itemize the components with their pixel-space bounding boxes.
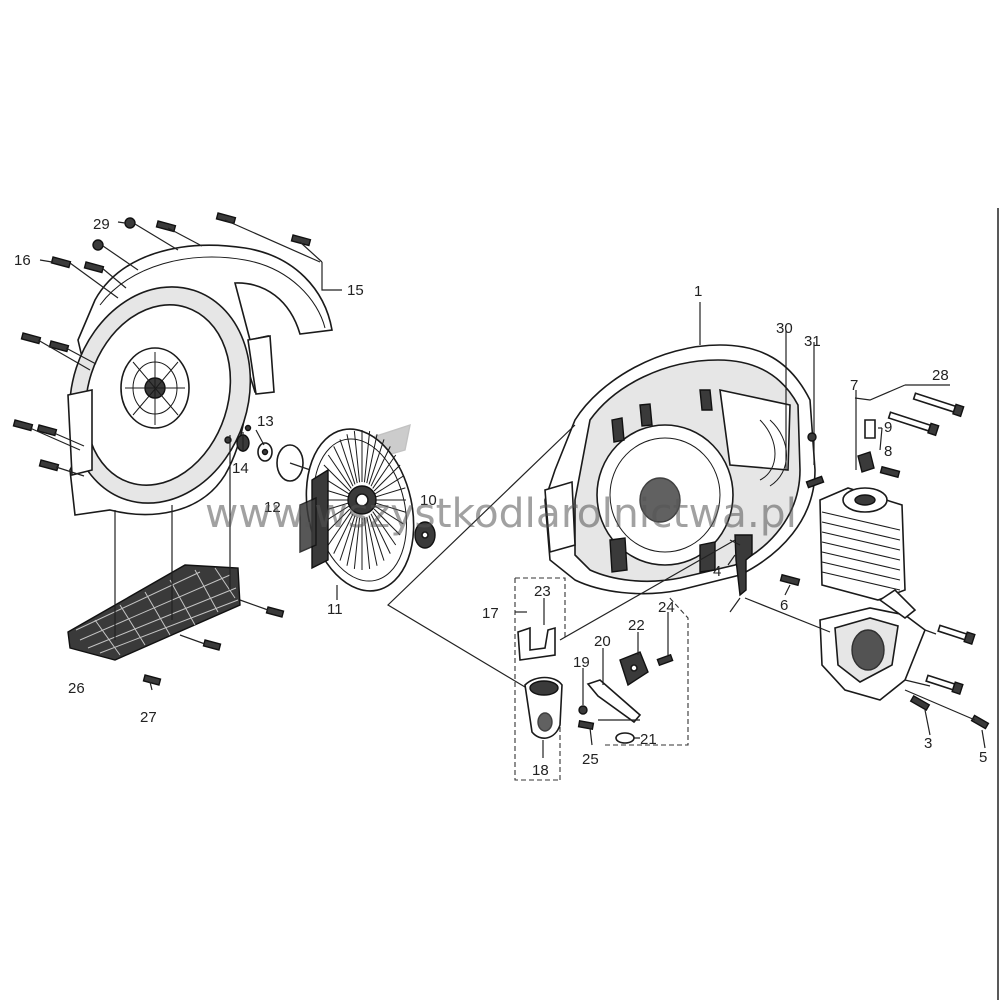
mesh-guard-26 xyxy=(67,435,285,686)
fan-fin xyxy=(372,511,397,546)
callout-18: 18 xyxy=(532,762,549,779)
fan-fin xyxy=(363,431,371,483)
fan-fin xyxy=(346,434,358,484)
crankcase xyxy=(744,588,990,730)
callout-21: 21 xyxy=(640,731,657,748)
callout-22: 22 xyxy=(628,617,645,634)
washer-nut-13-14 xyxy=(224,424,273,462)
parts-30-31 xyxy=(699,302,825,489)
fan-fin xyxy=(372,454,397,489)
callout-16: 16 xyxy=(14,252,31,269)
fan-fin xyxy=(339,515,356,561)
fan-fin xyxy=(353,431,361,483)
watermark-text: www.wszystkodlarolnictwa.pl xyxy=(205,491,797,537)
callout-10: 10 xyxy=(420,492,437,509)
callout-5: 5 xyxy=(979,749,987,766)
callout-1: 1 xyxy=(694,283,702,300)
fan-fin xyxy=(370,446,391,487)
fan-fin xyxy=(368,515,385,561)
fan-fin xyxy=(333,513,354,554)
bracket-4 xyxy=(729,534,753,613)
blower-housing-1 xyxy=(544,344,816,595)
bolt-6 xyxy=(779,573,801,587)
fan-fin xyxy=(368,439,385,485)
fan-fin xyxy=(353,517,361,569)
cylinder-7 xyxy=(819,398,906,601)
callout-6: 6 xyxy=(780,597,788,614)
callout-17: 17 xyxy=(482,605,499,622)
parts-8-9 xyxy=(857,419,901,479)
callout-9: 9 xyxy=(884,419,892,436)
callout-29: 29 xyxy=(93,216,110,233)
cover-leader-lines xyxy=(29,219,323,477)
fan-11 xyxy=(299,423,415,592)
fan-fin xyxy=(327,454,352,489)
fan-fin xyxy=(339,439,356,485)
label-leaders xyxy=(39,221,986,758)
callout-24: 24 xyxy=(658,599,675,616)
callout-31: 31 xyxy=(804,333,821,350)
callout-labels: 1 3 4 5 6 7 8 9 10 11 12 13 14 15 16 17 … xyxy=(14,216,987,779)
fan-fin xyxy=(375,487,406,498)
callout-27: 27 xyxy=(140,709,157,726)
fan-fin xyxy=(374,505,404,525)
callout-25: 25 xyxy=(582,751,599,768)
callout-7: 7 xyxy=(850,377,858,394)
disc-10 xyxy=(414,521,436,549)
fan-fin xyxy=(363,517,371,569)
fan-fin xyxy=(373,508,401,536)
fan-fin xyxy=(370,513,391,554)
callout-23: 23 xyxy=(534,583,551,600)
callout-20: 20 xyxy=(594,633,611,650)
fan-fin xyxy=(346,516,358,566)
fan-fin xyxy=(366,516,378,566)
fan-fin xyxy=(373,464,401,492)
callout-11: 11 xyxy=(327,601,343,618)
callout-12: 12 xyxy=(264,499,281,516)
fan-fin xyxy=(327,511,352,546)
bolts-28 xyxy=(854,384,965,437)
callout-28: 28 xyxy=(932,367,949,384)
callout-30: 30 xyxy=(776,320,793,337)
callout-13: 13 xyxy=(257,413,274,430)
callout-15: 15 xyxy=(347,282,364,299)
fan-fin xyxy=(333,446,354,487)
fan-fin xyxy=(366,434,378,484)
intake-group-17 xyxy=(387,424,736,781)
callout-19: 19 xyxy=(573,654,590,671)
fan-fin xyxy=(374,475,404,495)
callout-4: 4 xyxy=(713,563,721,580)
fan-cover-15 xyxy=(67,244,333,516)
callout-14: 14 xyxy=(232,460,249,477)
fan-fin xyxy=(375,502,406,513)
callout-26: 26 xyxy=(68,680,85,697)
callout-8: 8 xyxy=(884,443,892,460)
callout-3: 3 xyxy=(924,735,932,752)
